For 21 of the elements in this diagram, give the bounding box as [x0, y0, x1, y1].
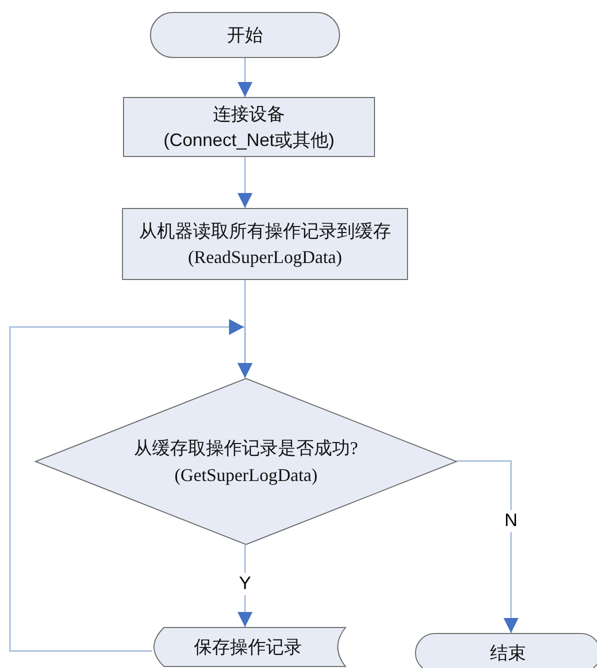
- terminator-shape: [150, 12, 340, 58]
- node-label: 开始: [227, 24, 263, 47]
- arrow: [238, 157, 252, 208]
- process-box: [122, 208, 408, 280]
- decision-diamond: [35, 378, 457, 545]
- step-label: 从机器读取所有操作记录到缓存: [139, 220, 391, 243]
- function-name: (ReadSuperLogData): [188, 246, 342, 269]
- edge-label: Y: [237, 573, 254, 595]
- node-label: 结束: [490, 642, 526, 665]
- node-label: 保存操作记录: [194, 636, 302, 659]
- function-name: (GetSuperLogData): [174, 464, 318, 487]
- step-label: 从缓存取操作记录是否成功?: [134, 437, 358, 460]
- step-label: 连接设备: [213, 102, 285, 126]
- terminator-shape: [415, 633, 597, 668]
- edge-label: N: [502, 510, 520, 532]
- process-box: [123, 97, 375, 157]
- function-name: (Connect_Net或其他): [163, 129, 335, 152]
- arrow: [238, 545, 252, 627]
- arrow: [9, 319, 252, 652]
- arrow: [457, 460, 518, 633]
- arrow: [238, 58, 252, 97]
